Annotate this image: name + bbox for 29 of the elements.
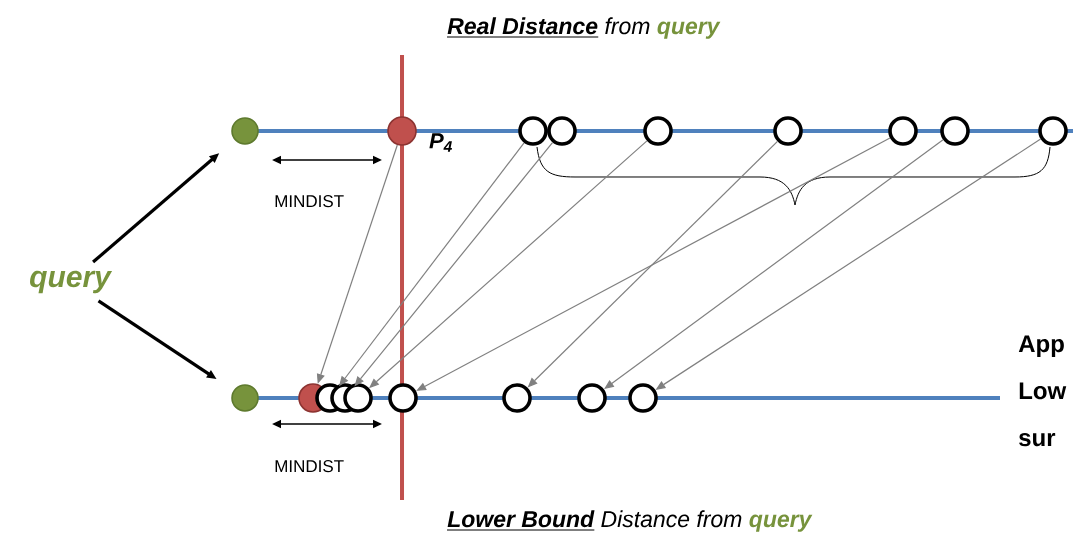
data-point [388, 383, 418, 413]
axis-title: query [657, 21, 721, 39]
data-point [502, 383, 532, 413]
data-point [628, 383, 658, 413]
data-point [643, 116, 673, 146]
side-text: App [1018, 335, 1064, 357]
arrow [416, 137, 891, 391]
data-point [518, 116, 548, 146]
point-label: P$_{4}$ [429, 133, 452, 152]
arrow [316, 144, 398, 384]
axis-title: Lower Bound [446, 510, 595, 531]
data-point [888, 116, 918, 146]
dimension-label: MINDIST [275, 195, 344, 208]
dimension-label: MINDIST [275, 460, 344, 473]
axis-title: Real Distance [446, 17, 599, 38]
data-point [940, 116, 970, 146]
side-text: sur [1019, 433, 1056, 447]
side-text: Low [1019, 382, 1067, 400]
query-label: query [30, 270, 113, 294]
axis-title: from [605, 17, 650, 35]
data-point [577, 383, 607, 413]
data-point [343, 383, 373, 413]
axis-title: Distance from [601, 510, 742, 528]
query-point [231, 384, 259, 412]
query-point [231, 117, 259, 145]
data-point [1038, 116, 1068, 146]
data-point [773, 116, 803, 146]
axis-title: query [749, 514, 813, 532]
data-point [547, 116, 577, 146]
